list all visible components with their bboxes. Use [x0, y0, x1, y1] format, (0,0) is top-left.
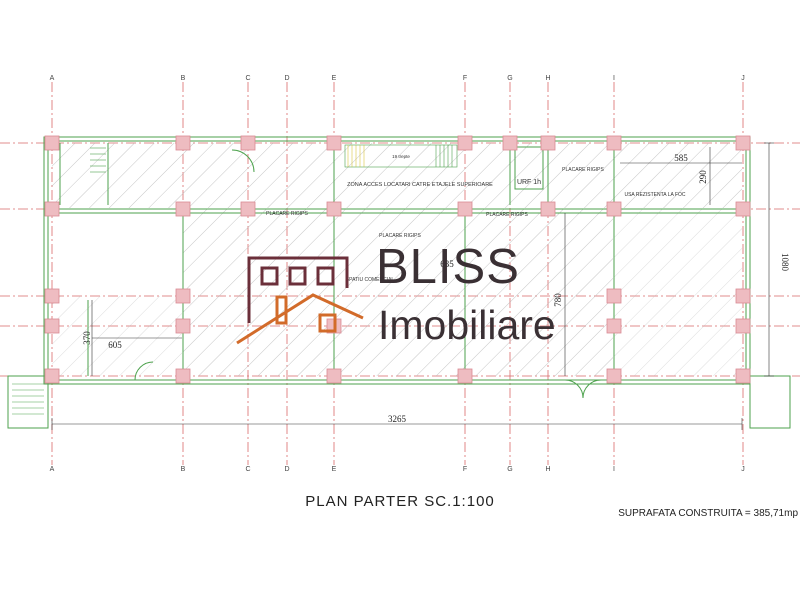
dim-left-h: 370 [82, 331, 92, 345]
axis-label-top-e: E [332, 75, 337, 82]
axis-labels: A B C D E F G H I J A B C D E F G H I J [50, 75, 745, 473]
dim-top-right-w: 585 [674, 153, 688, 163]
axis-label-bottom-f: F [463, 466, 467, 473]
axis-label-bottom-b: B [181, 466, 186, 473]
logo-icon [236, 256, 364, 345]
axis-label-top-h: H [545, 75, 550, 82]
dimension-lines [51, 142, 774, 430]
label-placare-center: PLACARE RIGIPS [379, 233, 421, 239]
axis-label-top-g: G [507, 75, 512, 82]
label-placare-left: PLACARE RIGIPS [266, 211, 308, 217]
hatched-floor [52, 143, 742, 376]
axis-label-top-f: F [463, 75, 467, 82]
dim-left-w: 605 [108, 340, 122, 350]
logo-line2: Imobiliare [378, 302, 556, 348]
axis-label-bottom-j: J [741, 466, 745, 473]
label-stairs: 19 trepte [392, 154, 410, 159]
logo-line1: BLISS [376, 240, 520, 294]
label-placare-mid: PLACARE RIGIPS [486, 212, 528, 218]
dim-inner-height: 780 [553, 293, 563, 307]
axis-label-bottom-d: D [284, 466, 289, 473]
label-placare-right: PLACARE RIGIPS [562, 167, 604, 173]
axis-label-bottom-a: A [50, 466, 55, 473]
axis-label-bottom-g: G [507, 466, 512, 473]
room-labels: ZONA ACCES LOCATARI CATRE ETAJELE SUPERI… [266, 154, 686, 283]
dimension-texts: 3265 1080 780 635 585 290 605 370 [82, 153, 790, 424]
axis-label-bottom-h: H [545, 466, 550, 473]
label-usa: USA REZISTENTA LA FOC [624, 192, 685, 198]
dim-center-top: 635 [440, 259, 454, 269]
label-urf: URF 1h [517, 179, 541, 186]
plan-title: PLAN PARTER SC.1:100 [305, 493, 495, 510]
dim-top-right-h: 290 [698, 170, 708, 184]
dim-total-width: 3265 [388, 414, 407, 424]
label-access-zone: ZONA ACCES LOCATARI CATRE ETAJELE SUPERI… [347, 182, 493, 188]
axis-label-top-j: J [741, 75, 745, 82]
built-area: SUPRAFATA CONSTRUITA = 385,71mp [618, 508, 798, 519]
columns [44, 135, 751, 384]
axis-label-bottom-i: I [613, 466, 615, 473]
axis-label-top-i: I [613, 75, 615, 82]
dim-right-height: 1080 [780, 253, 790, 272]
axis-label-top-b: B [181, 75, 186, 82]
axis-label-bottom-c: C [245, 466, 250, 473]
label-spatiu: SPATIU COMERCIAL [346, 277, 395, 283]
axis-label-top-d: D [284, 75, 289, 82]
axis-label-top-c: C [245, 75, 250, 82]
axis-label-top-a: A [50, 75, 55, 82]
axis-label-bottom-e: E [332, 466, 337, 473]
stairs [12, 144, 458, 415]
